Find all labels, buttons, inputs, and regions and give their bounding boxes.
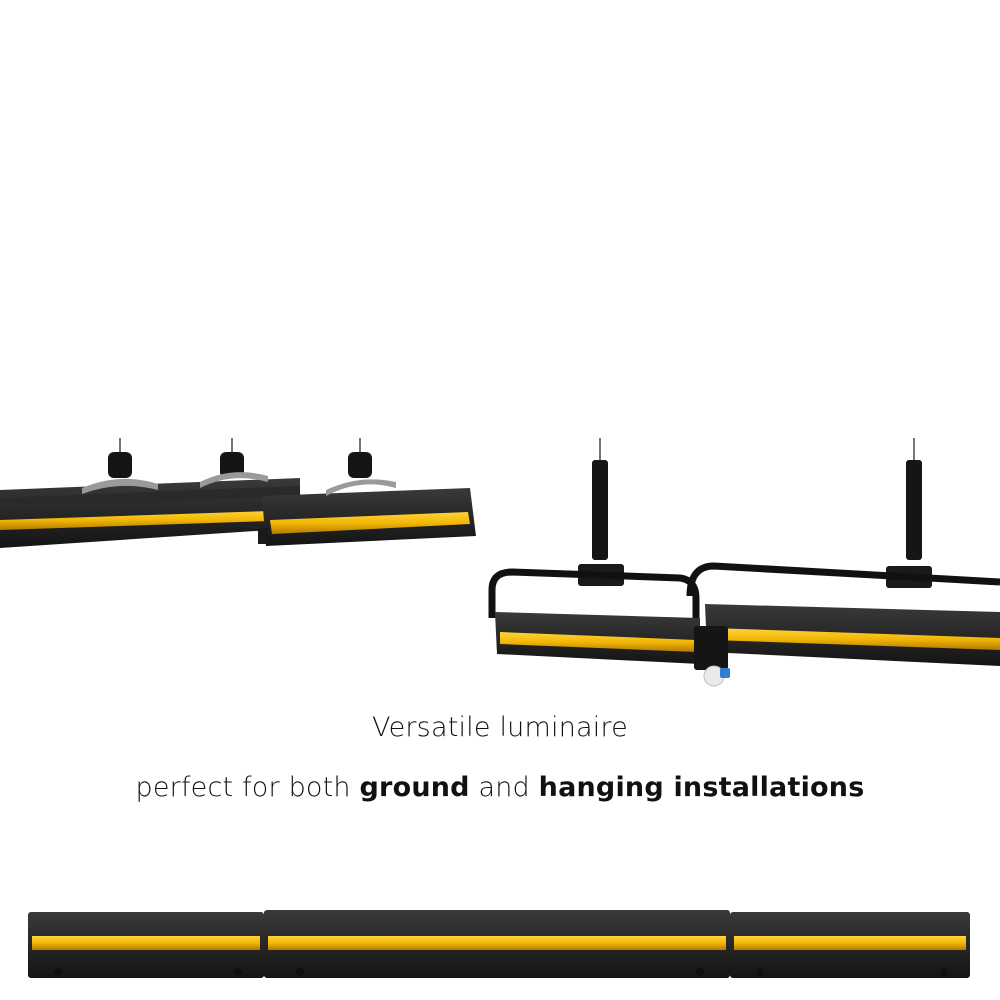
caption-line-2-ground: ground (359, 772, 470, 803)
caption-line-1: Versatile luminaire (372, 712, 628, 743)
cable-connector-icon (694, 626, 730, 687)
clamped-luminaire-bar-right (258, 488, 476, 546)
suspension-rod-right (886, 438, 932, 588)
suspension-rod-left (578, 438, 624, 586)
yoke-frame-left (488, 568, 700, 636)
clamped-luminaire-group (0, 438, 476, 548)
truss-clamp-icon (200, 438, 268, 488)
caption-line-2-lead: perfect for both (135, 772, 360, 803)
caption-line-2-hanging: hanging installations (538, 772, 865, 803)
truss-clamp-icon (326, 438, 396, 496)
caption-heading: Versatile luminaire (0, 712, 1000, 743)
caption-subheading: perfect for both ground and hanging inst… (0, 772, 1000, 803)
ground-luminaire-segment-3 (730, 912, 970, 978)
ground-luminaire-segment-1 (28, 912, 264, 978)
hanging-luminaire-bar-left (495, 612, 700, 664)
hanging-luminaire-bar-right (705, 604, 1000, 666)
caption-line-2-mid: and (469, 772, 539, 803)
ground-luminaire-row (28, 910, 970, 978)
clamped-luminaire-bar-left (0, 478, 300, 548)
hanging-luminaire-group (488, 438, 1000, 687)
yoke-frame-right (686, 562, 1000, 597)
truss-clamp-icon (82, 438, 158, 494)
ground-luminaire-segment-2 (264, 910, 730, 978)
